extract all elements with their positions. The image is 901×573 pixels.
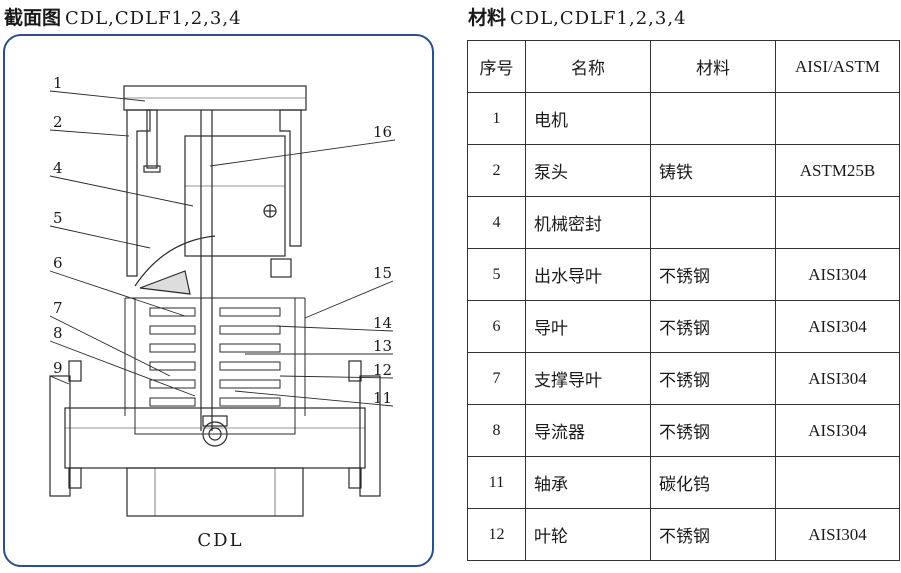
row-no: 11	[467, 456, 526, 509]
callout-16: 16	[373, 123, 392, 141]
row-material: 不锈钢	[650, 352, 776, 405]
row-material: 不锈钢	[650, 508, 776, 561]
callout-numbers: 1 2 4 5 6 7 8 9 16 15 14 13 12 11	[53, 74, 392, 407]
pump-head-casing	[126, 109, 302, 295]
drawing-caption: CDL	[197, 530, 244, 551]
row-no: 12	[467, 508, 526, 561]
table-row: 2 泵头 铸铁 ASTM25B	[467, 144, 900, 197]
callout-2: 2	[53, 113, 63, 131]
section-drawing-title-label: 截面图	[4, 7, 62, 29]
callout-leaders	[49, 90, 396, 407]
header-standard: AISI/ASTM	[775, 40, 900, 93]
table-row: 1 电机	[467, 92, 900, 145]
header-material: 材料	[650, 40, 776, 93]
cross-section-drawing-frame: 1 2 4 5 6 7 8 9 16 15 14 13 12 11 CDL	[3, 34, 434, 567]
row-no: 7	[467, 352, 526, 405]
motor-top	[123, 85, 307, 111]
section-drawing-models: CDL,CDLF1,2,3,4	[65, 8, 242, 29]
row-material: 碳化钨	[650, 456, 776, 509]
row-name: 出水导叶	[525, 248, 651, 301]
row-no: 4	[467, 196, 526, 249]
row-standard	[775, 196, 900, 249]
row-name: 电机	[525, 92, 651, 145]
callout-5: 5	[53, 209, 63, 227]
row-no: 6	[467, 300, 526, 353]
table-row: 6 导叶 不锈钢 AISI304	[467, 300, 900, 353]
materials-models: CDL,CDLF1,2,3,4	[510, 8, 687, 29]
row-standard: AISI304	[775, 404, 900, 457]
row-name: 叶轮	[525, 508, 651, 561]
materials-table-header: 序号 名称 材料 AISI/ASTM	[467, 40, 900, 93]
materials-table: 序号 名称 材料 AISI/ASTM 1 电机 2 泵头 铸铁 ASTM25B …	[467, 40, 900, 561]
row-standard: AISI304	[775, 300, 900, 353]
row-name: 导流器	[525, 404, 651, 457]
callout-8: 8	[53, 324, 63, 342]
materials-title-label: 材料	[468, 7, 507, 29]
table-row: 4 机械密封	[467, 196, 900, 249]
table-row: 8 导流器 不锈钢 AISI304	[467, 404, 900, 457]
callout-4: 4	[53, 159, 63, 177]
row-no: 8	[467, 404, 526, 457]
table-row: 7 支撑导叶 不锈钢 AISI304	[467, 352, 900, 405]
callout-13: 13	[373, 337, 392, 355]
table-row: 12 叶轮 不锈钢 AISI304	[467, 508, 900, 561]
row-standard: AISI304	[775, 508, 900, 561]
row-standard	[775, 92, 900, 145]
callout-7: 7	[53, 299, 63, 317]
row-name: 机械密封	[525, 196, 651, 249]
row-name: 导叶	[525, 300, 651, 353]
row-standard: ASTM25B	[775, 144, 900, 197]
row-material: 不锈钢	[650, 300, 776, 353]
callout-15: 15	[373, 264, 392, 282]
row-material	[650, 92, 776, 145]
callout-11: 11	[373, 389, 392, 407]
header-name: 名称	[525, 40, 651, 93]
row-name: 泵头	[525, 144, 651, 197]
row-standard: AISI304	[775, 352, 900, 405]
callout-14: 14	[373, 314, 392, 332]
row-material: 不锈钢	[650, 248, 776, 301]
row-standard: AISI304	[775, 248, 900, 301]
callout-12: 12	[373, 361, 392, 379]
impeller-stack	[124, 297, 306, 435]
pump-cross-section-drawing: 1 2 4 5 6 7 8 9 16 15 14 13 12 11	[49, 74, 396, 517]
callout-1: 1	[53, 74, 63, 92]
row-material: 铸铁	[650, 144, 776, 197]
table-row: 5 出水导叶 不锈钢 AISI304	[467, 248, 900, 301]
pump-base	[49, 360, 381, 517]
row-standard	[775, 456, 900, 509]
row-material: 不锈钢	[650, 404, 776, 457]
row-name: 轴承	[525, 456, 651, 509]
callout-6: 6	[53, 254, 63, 272]
row-name: 支撑导叶	[525, 352, 651, 405]
row-no: 1	[467, 92, 526, 145]
row-material	[650, 196, 776, 249]
row-no: 2	[467, 144, 526, 197]
shaft	[200, 110, 213, 431]
callout-9: 9	[53, 359, 63, 377]
table-row: 11 轴承 碳化钨	[467, 456, 900, 509]
header-no: 序号	[467, 40, 526, 93]
row-no: 5	[467, 248, 526, 301]
